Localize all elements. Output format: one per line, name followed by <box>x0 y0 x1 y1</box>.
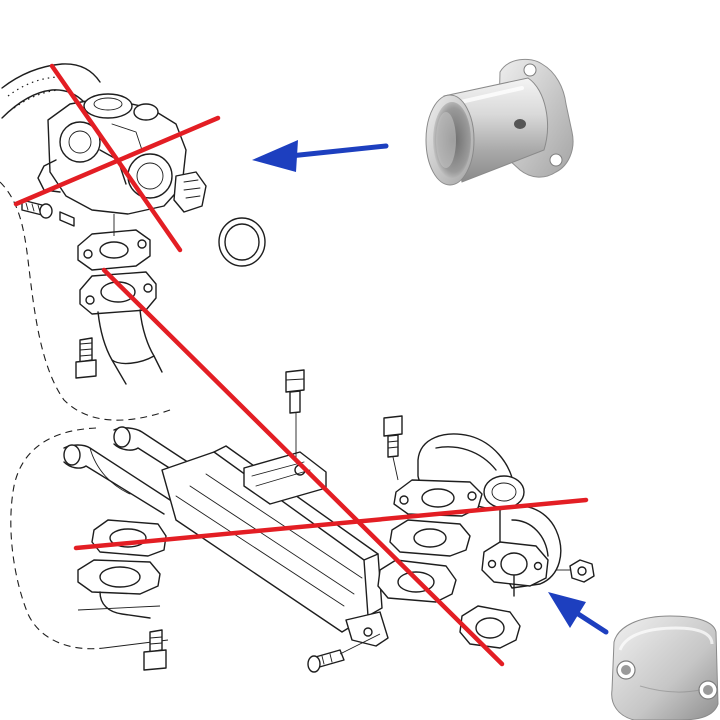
egr-cooler-assembly <box>63 369 595 673</box>
cross-out-egr-cooler <box>73 267 589 667</box>
metal-egr-delete-pipe-photo <box>425 58 574 186</box>
cross-out-egr-valve <box>13 63 221 253</box>
arrow-to-egr-valve <box>252 140 389 172</box>
cross-out-line <box>101 267 505 667</box>
cross-out-line <box>49 63 183 253</box>
cross-out-line <box>73 497 589 551</box>
arrow-to-flange <box>548 592 609 635</box>
arrowhead-icon <box>252 140 298 172</box>
metal-blanking-plate-photo <box>611 615 719 720</box>
cross-out-line <box>13 115 221 207</box>
egr-valve-assembly <box>1 63 266 385</box>
arrowhead-icon <box>548 592 586 628</box>
